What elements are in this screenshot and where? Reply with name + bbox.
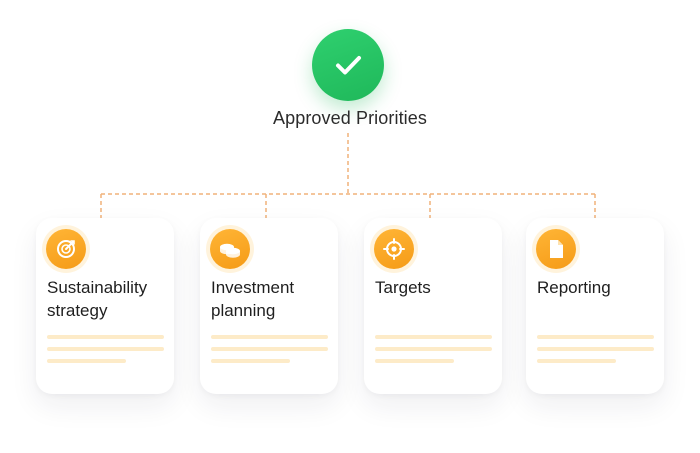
priority-card-reporting: Reporting — [526, 218, 664, 394]
card-title: Sustainability strategy — [47, 278, 148, 320]
priority-card-sustainability: Sustainability strategy — [36, 218, 174, 394]
approved-check-badge — [312, 29, 384, 101]
priority-card-investment: Investment planning — [200, 218, 338, 394]
target-dial-icon — [46, 229, 86, 269]
priority-card-targets: Targets — [364, 218, 502, 394]
placeholder-line — [211, 359, 290, 363]
placeholder-line — [537, 347, 654, 351]
check-icon — [336, 56, 361, 75]
placeholder-line — [211, 335, 328, 339]
placeholder-line — [375, 347, 492, 351]
card-title: Targets — [375, 278, 431, 297]
placeholder-line — [211, 347, 328, 351]
placeholder-line — [375, 335, 492, 339]
crosshair-icon — [374, 229, 414, 269]
document-icon — [536, 229, 576, 269]
placeholder-line — [537, 335, 654, 339]
placeholder-line — [375, 359, 454, 363]
card-title: Reporting — [537, 278, 611, 297]
placeholder-line — [47, 347, 164, 351]
placeholder-line — [537, 359, 616, 363]
card-title: Investment planning — [211, 278, 295, 320]
coins-icon — [210, 229, 250, 269]
placeholder-line — [47, 335, 164, 339]
root-title: Approved Priorities — [273, 108, 427, 128]
placeholder-line — [47, 359, 126, 363]
